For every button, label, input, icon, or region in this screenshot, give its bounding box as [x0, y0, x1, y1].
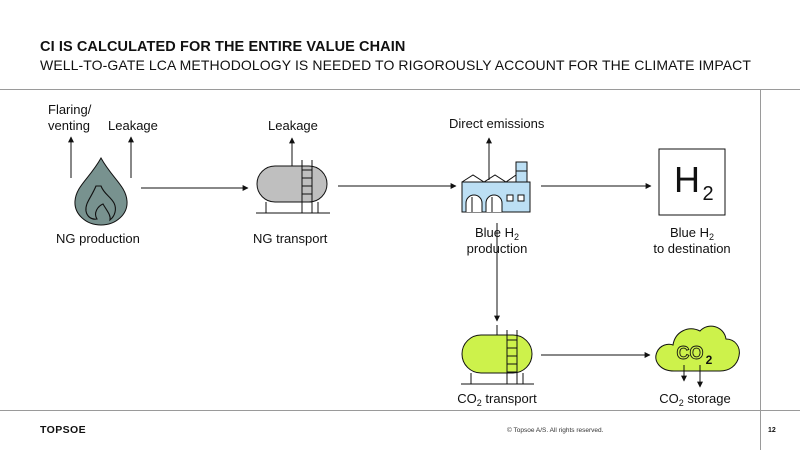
flame-icon [74, 156, 128, 226]
co2-tank-icon [461, 325, 534, 385]
flaring-venting-label: Flaring/venting [48, 102, 92, 133]
co2-symbol-subscript: 2 [706, 353, 713, 367]
page-subtitle: WELL-TO-GATE LCA METHODOLOGY IS NEEDED T… [40, 57, 752, 73]
blue-h2-production-label: Blue H2 production [466, 225, 528, 256]
h2-box-icon: H 2 [658, 148, 726, 216]
gas-tank-icon [256, 160, 330, 214]
topsoe-logo: TOPSOE [40, 424, 86, 436]
direct-emissions-label: Direct emissions [449, 116, 545, 131]
h2-symbol-subscript: 2 [702, 183, 713, 205]
co2-transport-label: CO2 transport [457, 391, 537, 408]
page-title: CI IS CALCULATED FOR THE ENTIRE VALUE CH… [40, 39, 406, 55]
co2-storage-label: CO2 storage [659, 391, 731, 408]
factory-icon [461, 161, 531, 213]
ng-production-label: NG production [56, 231, 140, 246]
bottom-divider [0, 410, 800, 411]
page-number: 12 [768, 427, 776, 434]
leakage-production-label: Leakage [108, 118, 158, 133]
co2-cloud-icon: CO 2 [655, 325, 740, 388]
ng-transport-label: NG transport [253, 231, 328, 246]
co2-symbol: CO [677, 343, 704, 363]
blue-h2-destination-label: Blue H2 to destination [653, 225, 731, 256]
copyright-notice: © Topsoe A/S. All rights reserved. [507, 427, 604, 434]
top-divider [0, 89, 800, 90]
leakage-transport-label: Leakage [268, 118, 318, 133]
right-divider [760, 89, 761, 450]
h2-symbol: H [674, 159, 700, 200]
